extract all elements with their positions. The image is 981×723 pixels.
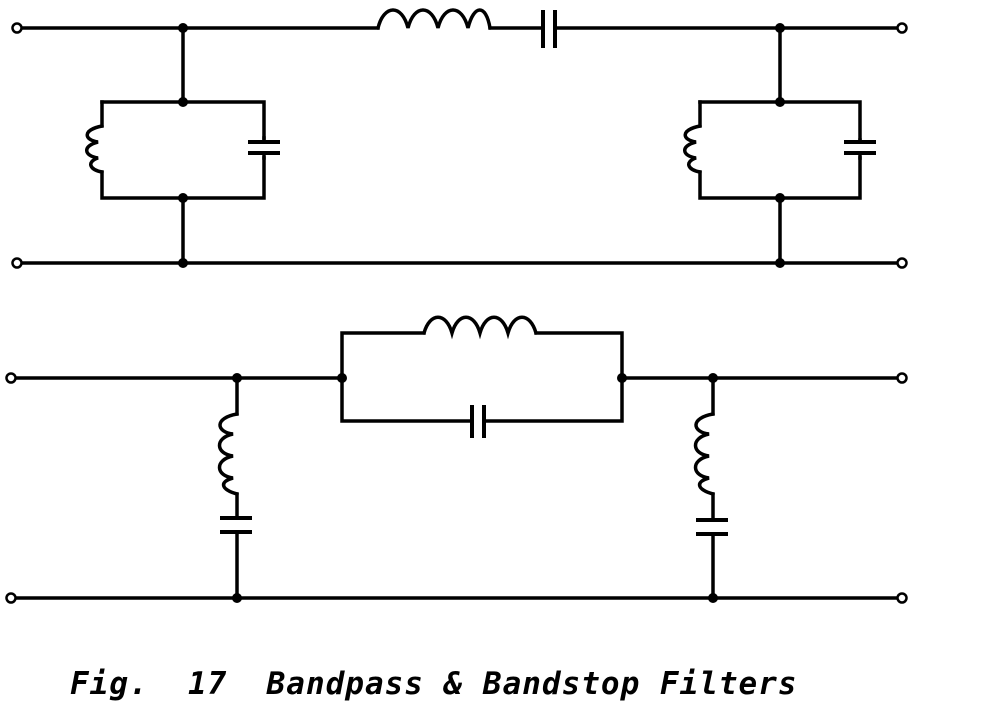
bandpass-right-tank-inductor [683, 124, 702, 174]
junction-dot [178, 97, 188, 107]
bandpass-input-terminal-bottom [11, 257, 23, 269]
bandstop-filter [5, 315, 908, 604]
bandpass-input-terminal-top [11, 22, 23, 34]
bandstop-input-terminal-top [5, 372, 17, 384]
bandstop-left-shunt-lc [217, 376, 252, 600]
junction-dot [775, 97, 785, 107]
junction-dot [232, 593, 242, 603]
bandpass-series-capacitor [541, 10, 557, 48]
bandpass-left-shunt-tank [85, 26, 280, 265]
bandpass-output-terminal-top [896, 22, 908, 34]
bandpass-filter [11, 8, 908, 269]
junction-dot [708, 593, 718, 603]
bandstop-right-shunt-inductor [693, 412, 715, 496]
bandpass-series-inductor [376, 8, 492, 30]
junction-dot [178, 23, 188, 33]
bandstop-output-terminal-bottom [896, 592, 908, 604]
bandpass-output-terminal-bottom [896, 257, 908, 269]
figure-caption: Fig. 17 Bandpass & Bandstop Filters [70, 666, 798, 702]
bandpass-right-shunt-tank [683, 26, 876, 265]
junction-dot [337, 373, 347, 383]
junction-dot [708, 373, 718, 383]
junction-dot [775, 193, 785, 203]
bandpass-left-tank-inductor [85, 124, 104, 174]
bandstop-output-terminal-top [896, 372, 908, 384]
junction-dot [232, 373, 242, 383]
junction-dot [775, 258, 785, 268]
bandstop-right-shunt-lc [693, 376, 728, 600]
bandstop-left-shunt-inductor [217, 412, 239, 496]
junction-dot [178, 258, 188, 268]
junction-dot [617, 373, 627, 383]
bandstop-tank-inductor [422, 315, 538, 340]
bandstop-series-tank [340, 315, 624, 438]
bandstop-input-terminal-bottom [5, 592, 17, 604]
junction-dot [775, 23, 785, 33]
junction-dot [178, 193, 188, 203]
